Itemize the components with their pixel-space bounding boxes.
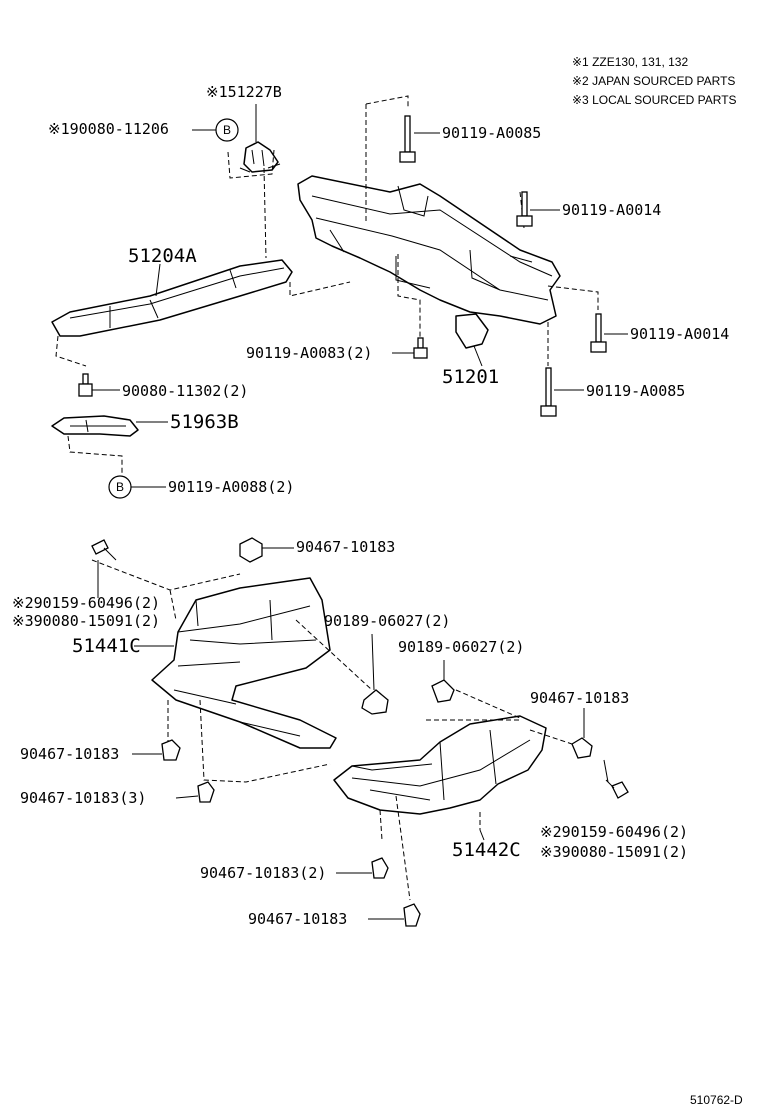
bolt-90119-a0014-a xyxy=(516,191,533,227)
label-51963b: 51963B xyxy=(170,411,239,433)
part-51442c-cover xyxy=(333,689,591,901)
label-90119-a0085-top: 90119-A0085 xyxy=(442,124,541,142)
ref-marker-b-top: B xyxy=(215,118,239,142)
bolt-90119-a0083 xyxy=(413,337,428,359)
label-190080-11206: ※190080-11206 xyxy=(48,120,169,138)
grommet-90189-06027-right xyxy=(431,679,455,703)
screw-90159-60496-left xyxy=(91,539,117,561)
label-90119-a0014-b: 90119-A0014 xyxy=(630,325,729,343)
clip-90467-10183-right xyxy=(571,737,593,759)
label-90467-10183-a: 90467-10183 xyxy=(296,538,395,556)
upper-labels: ※151227B ※190080-11206 90119-A0085 90119… xyxy=(48,83,729,496)
label-51204a: 51204A xyxy=(128,245,197,267)
label-90189-06027-b: 90189-06027(2) xyxy=(398,638,524,656)
part-51201-crossmember xyxy=(297,95,599,366)
label-390080-15091-left: ※390080-15091(2) xyxy=(12,612,160,630)
label-390080-15091-right: ※390080-15091(2) xyxy=(540,843,688,861)
bolt-90119-a0085-bottom xyxy=(540,367,557,417)
svg-text:B: B xyxy=(223,123,231,137)
clip-90467-10183-left xyxy=(161,739,181,761)
label-51442c: 51442C xyxy=(452,839,521,861)
ref-marker-b-bottom: B xyxy=(108,475,132,499)
label-90467-10183-d: 90467-10183 xyxy=(248,910,347,928)
label-90467-10183-b: 90467-10183 xyxy=(530,689,629,707)
clip-90467-10183-top xyxy=(239,537,263,563)
label-90080-11302: 90080-11302(2) xyxy=(122,382,248,400)
screw-90159-60496-right xyxy=(605,779,629,799)
lower-labels: 90467-10183 ※290159-60496(2) ※390080-150… xyxy=(12,538,688,928)
label-290159-60496-right: ※290159-60496(2) xyxy=(540,823,688,841)
clip-90467-10183-2 xyxy=(371,857,389,879)
label-90119-a0085-bottom: 90119-A0085 xyxy=(586,382,685,400)
bolt-90080-11302 xyxy=(78,373,93,397)
footer-code: 510762-D xyxy=(690,1093,743,1107)
bolt-90119-a0014-b xyxy=(590,313,607,353)
bolt-90119-a0085-top xyxy=(399,115,416,163)
label-290159-60496-left: ※290159-60496(2) xyxy=(12,594,160,612)
notes-legend: ※1 ZZE130, 131, 132 ※2 JAPAN SOURCED PAR… xyxy=(572,55,737,107)
label-90119-a0014-a: 90119-A0014 xyxy=(562,201,661,219)
part-51227b-bracket xyxy=(227,141,281,179)
label-90189-06027-a: 90189-06027(2) xyxy=(324,612,450,630)
label-51201: 51201 xyxy=(442,366,499,388)
clip-90467-10183-bottom xyxy=(403,903,421,927)
part-51963b-plate xyxy=(51,415,139,476)
label-90119-a0083: 90119-A0083(2) xyxy=(246,344,372,362)
part-51204a-brace xyxy=(51,167,351,367)
label-90119-a0088: 90119-A0088(2) xyxy=(168,478,294,496)
svg-text:B: B xyxy=(116,480,124,494)
label-51441c: 51441C xyxy=(72,635,141,657)
note-1: ※1 ZZE130, 131, 132 xyxy=(572,55,688,69)
lower-leaders xyxy=(97,547,609,920)
note-3: ※3 LOCAL SOURCED PARTS xyxy=(572,93,737,107)
label-90467-10183-3: 90467-10183(3) xyxy=(20,789,146,807)
clip-90467-10183-3 xyxy=(197,781,215,803)
label-151227b: ※151227B xyxy=(206,83,282,101)
grommet-90189-06027-left xyxy=(361,689,389,715)
label-90467-10183-c: 90467-10183 xyxy=(20,745,119,763)
note-2: ※2 JAPAN SOURCED PARTS xyxy=(572,74,735,88)
label-90467-10183-2: 90467-10183(2) xyxy=(200,864,326,882)
part-51441c-cover xyxy=(91,559,373,783)
upper-leaders xyxy=(92,104,628,488)
